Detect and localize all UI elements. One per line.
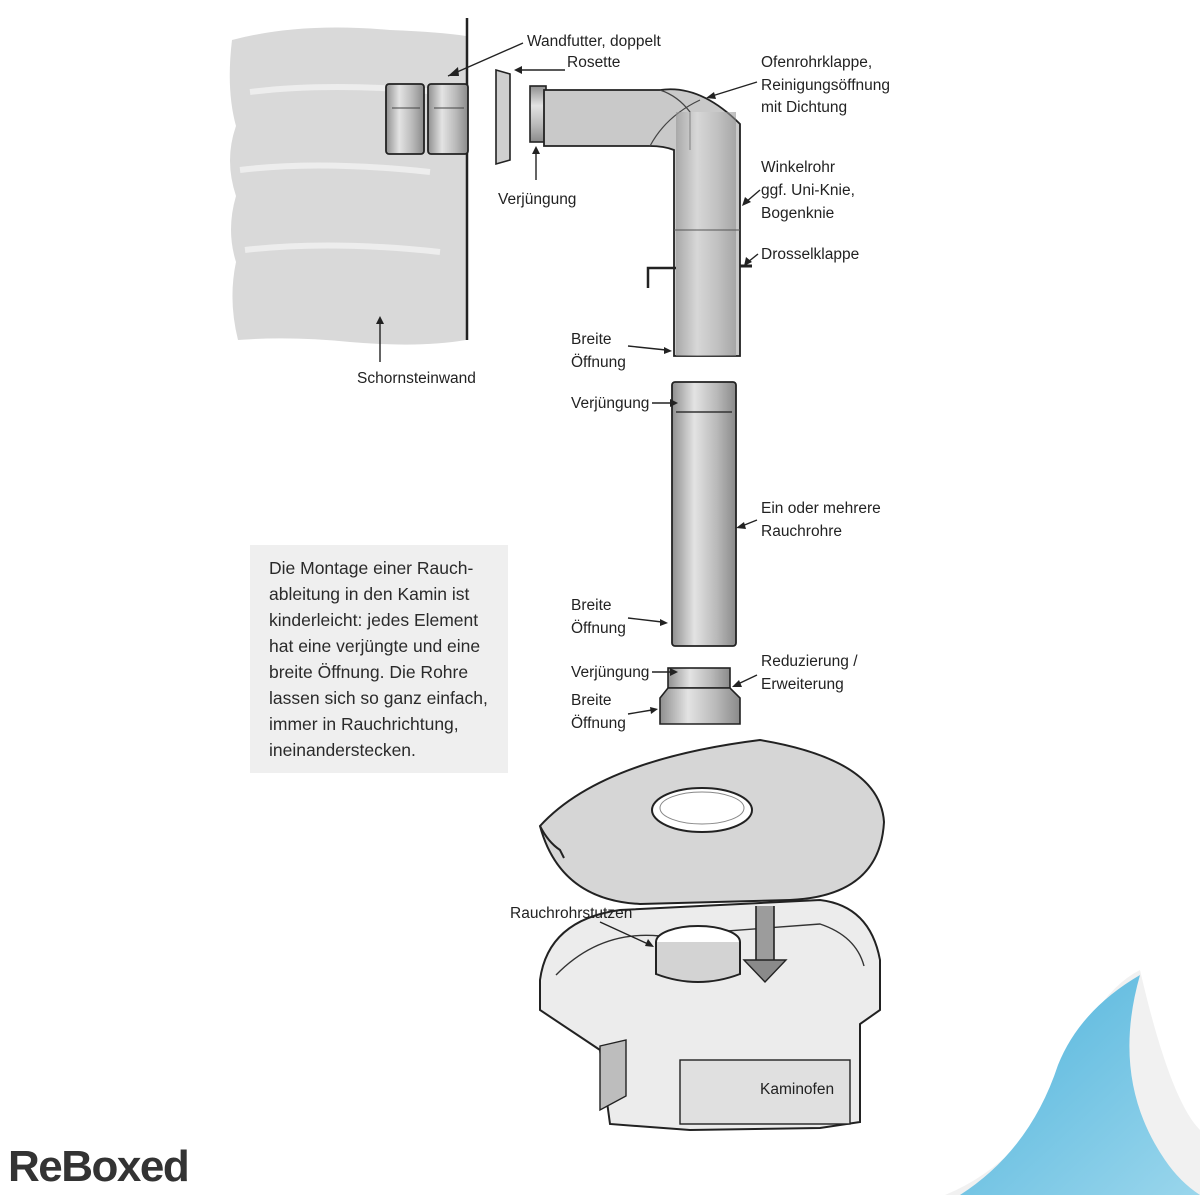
label-verjuengung-top: Verjüngung [498, 191, 576, 208]
reducer [659, 667, 741, 725]
label-rauchrohre-1: Ein oder mehrere [761, 500, 881, 517]
label-verjuengung-low: Verjüngung [571, 664, 649, 681]
label-reduzierung-1: Reduzierung / [761, 653, 858, 670]
label-winkelrohr-3: Bogenknie [761, 205, 834, 222]
label-rosette: Rosette [567, 54, 620, 71]
label-breite-3a: Breite [571, 692, 612, 709]
label-ofenrohrklappe-3: mit Dichtung [761, 99, 847, 116]
label-wandfutter: Wandfutter, doppelt [527, 33, 662, 50]
page-curl-graphic [945, 970, 1200, 1195]
info-box-text: Die Montage einer Rauch- ableitung in de… [269, 558, 488, 760]
label-schornsteinwand: Schornsteinwand [357, 370, 476, 387]
elbow-pipe [529, 85, 752, 357]
floor-plate [538, 738, 886, 906]
label-drosselklappe: Drosselklappe [761, 246, 859, 263]
label-ofenrohrklappe-2: Reinigungsöffnung [761, 77, 890, 94]
label-ofenrohrklappe-1: Ofenrohrklappe, [761, 54, 872, 71]
leader-lines [376, 42, 761, 947]
label-verjuengung-mid: Verjüngung [571, 395, 649, 412]
smoke-pipe [671, 381, 737, 647]
label-reduzierung-2: Erweiterung [761, 676, 844, 693]
label-winkelrohr-2: ggf. Uni-Knie, [761, 182, 855, 199]
label-rauchrohrstutzen: Rauchrohrstutzen [510, 905, 632, 922]
labels: Wandfutter, doppelt Rosette Ofenrohrklap… [357, 33, 890, 1098]
reboxed-logo: ReBoxed [8, 1142, 190, 1191]
label-breite-1a: Breite [571, 331, 612, 348]
stove [539, 898, 881, 1132]
info-box: Die Montage einer Rauch- ableitung in de… [250, 545, 508, 773]
label-breite-2b: Öffnung [571, 619, 626, 637]
label-winkelrohr-1: Winkelrohr [761, 159, 835, 176]
wall-sleeve [385, 83, 469, 155]
label-rauchrohre-2: Rauchrohre [761, 523, 842, 540]
label-breite-3b: Öffnung [571, 714, 626, 732]
label-breite-2a: Breite [571, 597, 612, 614]
label-breite-1b: Öffnung [571, 353, 626, 371]
rosette [495, 68, 511, 166]
label-kaminofen: Kaminofen [760, 1081, 834, 1098]
chimney-wall [229, 18, 469, 345]
